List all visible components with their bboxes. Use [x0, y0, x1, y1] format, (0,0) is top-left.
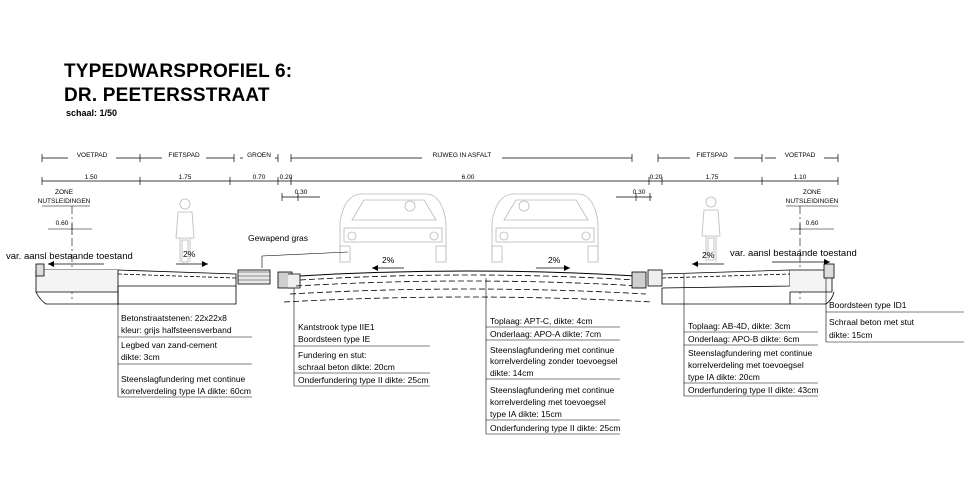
- svg-text:Steenslagfundering met continu: Steenslagfundering met continue: [121, 374, 246, 384]
- svg-text:korrelverdeling type IA dikte:: korrelverdeling type IA dikte: 60cm: [121, 386, 251, 396]
- svg-text:Betonstraatstenen: 22x22x8: Betonstraatstenen: 22x22x8: [121, 313, 227, 323]
- street-name: DR. PEETERSSTRAAT: [64, 85, 270, 106]
- zone-rijweg: RIJWEG IN ASFALT: [433, 152, 492, 159]
- dim-gap-right: 0.20: [650, 174, 663, 181]
- dim-gap-left: 0.20: [280, 174, 293, 181]
- annotation-fietspad: Toplaag: AB-4D, dikte: 3cm Onderlaag: AP…: [684, 321, 818, 397]
- dim-groen: 0.70: [253, 174, 266, 181]
- svg-text:type IA dikte: 20cm: type IA dikte: 20cm: [688, 372, 760, 382]
- svg-text:Kantstrook type IIE1: Kantstrook type IIE1: [298, 322, 375, 332]
- drawing-title: TYPEDWARSPROFIEL 6:: [64, 61, 293, 82]
- svg-text:0.60: 0.60: [806, 220, 819, 227]
- svg-text:korrelverdeling zonder toevoeg: korrelverdeling zonder toevoegsel: [490, 356, 618, 366]
- var-aansl-right: var. aansl bestaande toestand: [730, 248, 857, 259]
- cyclist-figure-left: [175, 198, 195, 263]
- svg-text:ZONE: ZONE: [803, 189, 822, 196]
- zone-voetpad-left: VOETPAD: [77, 152, 108, 159]
- svg-text:kleur: grijs halfsteensverband: kleur: grijs halfsteensverband: [121, 325, 232, 335]
- car-figure-left: [339, 193, 447, 263]
- zone-nutsleidingen-right: ZONE NUTSLEIDINGEN 0.60: [786, 189, 839, 234]
- svg-text:korrelverdeling met toevoegsel: korrelverdeling met toevoegsel: [490, 397, 606, 407]
- width-dimension-line: [41, 177, 839, 185]
- width-dimensions: 1.50 1.75 0.70 0.20 6.00 0.20 1.75 1.10: [85, 174, 807, 181]
- annotation-kantstrook: Kantstrook type IIE1 Boordsteen type IE …: [294, 322, 430, 387]
- svg-text:schraal beton dikte: 20cm: schraal beton dikte: 20cm: [298, 362, 395, 372]
- svg-text:ZONE: ZONE: [55, 189, 74, 196]
- offset-dimensions: [281, 193, 652, 201]
- svg-text:0.60: 0.60: [56, 220, 69, 227]
- svg-text:Onderlaag: APO-B dikte: 6cm: Onderlaag: APO-B dikte: 6cm: [688, 334, 800, 344]
- slope-label-3: 2%: [548, 255, 561, 265]
- svg-text:dikte: 15cm: dikte: 15cm: [829, 330, 872, 340]
- var-aansluiting-labels: var. aansl bestaande toestand var. aansl…: [6, 248, 857, 267]
- dim-fietspad-right: 1.75: [706, 174, 719, 181]
- svg-text:Legbed van zand-cement: Legbed van zand-cement: [121, 340, 218, 350]
- zone-groen: GROEN: [247, 152, 271, 159]
- car-figure-right: [491, 193, 599, 263]
- svg-text:NUTSLEIDINGEN: NUTSLEIDINGEN: [786, 198, 839, 205]
- zone-fietspad-right: FIETSPAD: [696, 152, 728, 159]
- zone-fietspad-left: FIETSPAD: [168, 152, 200, 159]
- annotation-rijweg: Toplaag: APT-C, dikte: 4cm Onderlaag: AP…: [486, 316, 620, 435]
- svg-text:korrelverdeling met toevoegsel: korrelverdeling met toevoegsel: [688, 360, 804, 370]
- svg-text:dikte: 3cm: dikte: 3cm: [121, 352, 160, 362]
- dim-rijweg: 6.00: [462, 174, 475, 181]
- zone-nutsleidingen-left: ZONE NUTSLEIDINGEN 0.60: [38, 189, 92, 234]
- scale-label: schaal: 1/50: [66, 108, 118, 118]
- dim-fietspad-left: 1.75: [179, 174, 192, 181]
- cyclist-figure-right: [701, 196, 721, 262]
- svg-text:Toplaag: AB-4D, dikte: 3cm: Toplaag: AB-4D, dikte: 3cm: [688, 321, 791, 331]
- var-aansl-left: var. aansl bestaande toestand: [6, 251, 133, 262]
- svg-text:Onderfundering type II dikte:: Onderfundering type II dikte: 43cm: [688, 385, 818, 395]
- svg-text:Boordsteen type IE: Boordsteen type IE: [298, 334, 371, 344]
- gewapend-gras-leader: [261, 251, 349, 268]
- svg-text:Onderfundering type II dikte:: Onderfundering type II dikte: 25cm: [298, 375, 428, 385]
- svg-text:NUTSLEIDINGEN: NUTSLEIDINGEN: [38, 198, 91, 205]
- annotation-boordsteen: Boordsteen type ID1 Schraal beton met st…: [826, 300, 964, 343]
- gewapend-gras-label: Gewapend gras: [248, 233, 308, 243]
- dim-offset-left: 0.30: [295, 189, 308, 196]
- svg-text:Steenslagfundering met continu: Steenslagfundering met continue: [490, 345, 615, 355]
- svg-text:Steenslagfundering met continu: Steenslagfundering met continue: [490, 385, 615, 395]
- svg-text:Onderlaag: APO-A dikte: 7cm: Onderlaag: APO-A dikte: 7cm: [490, 329, 601, 339]
- slope-indicators: 2% 2% 2% 2%: [176, 249, 724, 271]
- zone-labels: VOETPAD FIETSPAD GROEN RIJWEG IN ASFALT …: [68, 150, 824, 159]
- slope-label-1: 2%: [183, 249, 196, 259]
- annotation-leaders: [117, 274, 827, 434]
- svg-text:Fundering en stut:: Fundering en stut:: [298, 350, 367, 360]
- road-cross-section: [35, 263, 835, 305]
- slope-label-2: 2%: [382, 255, 395, 265]
- dim-offset-right: 0.30: [633, 189, 646, 196]
- svg-text:Toplaag: APT-C, dikte: 4cm: Toplaag: APT-C, dikte: 4cm: [490, 316, 593, 326]
- svg-text:type IA dikte: 15cm: type IA dikte: 15cm: [490, 409, 562, 419]
- svg-text:Steenslagfundering met continu: Steenslagfundering met continue: [688, 348, 813, 358]
- dim-voetpad-left: 1.50: [85, 174, 98, 181]
- svg-text:Boordsteen type ID1: Boordsteen type ID1: [829, 300, 907, 310]
- dim-voetpad-right: 1.10: [794, 174, 807, 181]
- annotation-voetpad: Betonstraatstenen: 22x22x8 kleur: grijs …: [118, 313, 252, 398]
- svg-text:Schraal beton met stut: Schraal beton met stut: [829, 317, 915, 327]
- svg-text:Onderfundering type II dikte:: Onderfundering type II dikte: 25cm: [490, 423, 620, 433]
- zone-voetpad-right: VOETPAD: [785, 152, 816, 159]
- svg-text:dikte: 14cm: dikte: 14cm: [490, 368, 533, 378]
- slope-label-4: 2%: [702, 250, 715, 260]
